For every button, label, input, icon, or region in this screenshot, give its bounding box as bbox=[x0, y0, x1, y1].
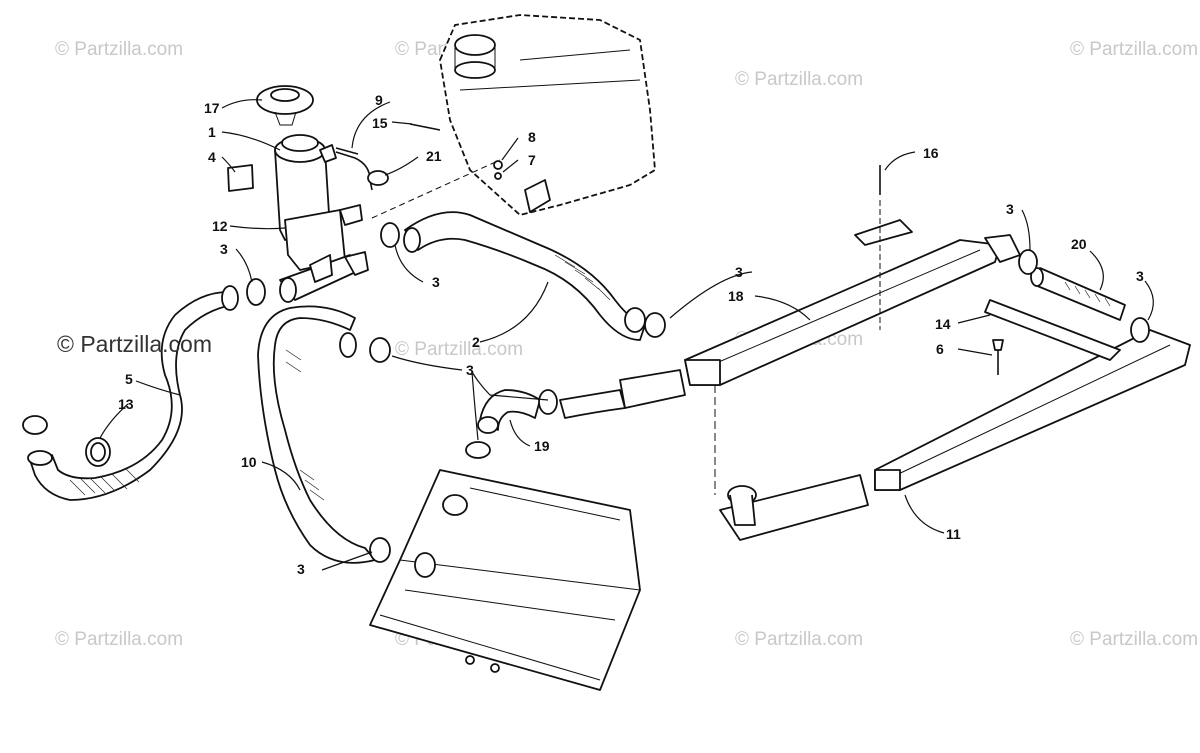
callout-19: 19 bbox=[534, 438, 550, 454]
callout-5: 5 bbox=[125, 371, 133, 387]
callout-11: 11 bbox=[946, 526, 961, 542]
callout-15: 15 bbox=[372, 115, 388, 131]
overflow-hose bbox=[335, 151, 373, 191]
fasteners bbox=[371, 123, 1004, 375]
callout-3: 3 bbox=[1006, 201, 1014, 217]
callout-12: 12 bbox=[212, 218, 228, 234]
tunnel-heat-exchanger bbox=[684, 234, 1191, 541]
expansion-bottle bbox=[274, 134, 363, 271]
callout-21: 21 bbox=[426, 148, 442, 164]
callout-3: 3 bbox=[220, 241, 228, 257]
callout-3: 3 bbox=[432, 274, 440, 290]
callout-16: 16 bbox=[923, 145, 939, 161]
elbow-hose bbox=[477, 389, 541, 434]
callout-20: 20 bbox=[1071, 236, 1087, 252]
reservoir-tank bbox=[439, 14, 656, 216]
upper-hose bbox=[403, 211, 646, 341]
callout-17: 17 bbox=[204, 100, 220, 116]
callout-13: 13 bbox=[118, 396, 134, 412]
callout-18: 18 bbox=[728, 288, 744, 304]
watermark: © Partzilla.com bbox=[1070, 39, 1198, 60]
callout-9: 9 bbox=[375, 92, 383, 108]
mounting-bracket bbox=[854, 165, 913, 330]
watermark: © Partzilla.com bbox=[395, 339, 523, 360]
callout-2: 2 bbox=[472, 334, 480, 350]
radiator-hose bbox=[257, 305, 376, 564]
connector-pipe bbox=[559, 369, 686, 419]
callout-3: 3 bbox=[735, 264, 743, 280]
watermark: © Partzilla.com bbox=[735, 629, 863, 650]
callout-14: 14 bbox=[935, 316, 951, 332]
lower-left-hose bbox=[27, 285, 239, 501]
callout-1: 1 bbox=[208, 124, 216, 140]
callout-8: 8 bbox=[528, 129, 536, 145]
callout-7: 7 bbox=[528, 152, 536, 168]
callout-3: 3 bbox=[466, 362, 474, 378]
watermark: © Partzilla.com bbox=[1070, 629, 1198, 650]
rear-hose bbox=[1030, 267, 1126, 321]
watermark: © Partzilla.com bbox=[55, 39, 183, 60]
watermark: © Partzilla.com bbox=[55, 629, 183, 650]
watermark: © Partzilla.com bbox=[735, 69, 863, 90]
decal-label bbox=[227, 164, 254, 192]
callout-3: 3 bbox=[297, 561, 305, 577]
callout-4: 4 bbox=[208, 149, 216, 165]
hose-clamps bbox=[246, 170, 1150, 563]
front-heat-exchanger bbox=[369, 469, 641, 691]
tee-fitting bbox=[279, 251, 369, 303]
callout-3: 3 bbox=[1136, 268, 1144, 284]
leader-lines bbox=[99, 99, 1154, 571]
watermark: © Partzilla.com bbox=[57, 331, 212, 357]
radiator-cap bbox=[256, 85, 314, 126]
callout-labels: 17 1 4 12 3 9 15 8 7 21 3 3 18 2 3 19 5 … bbox=[118, 92, 1144, 577]
callout-10: 10 bbox=[241, 454, 257, 470]
callout-6: 6 bbox=[936, 341, 944, 357]
spring-clamp bbox=[22, 415, 111, 467]
